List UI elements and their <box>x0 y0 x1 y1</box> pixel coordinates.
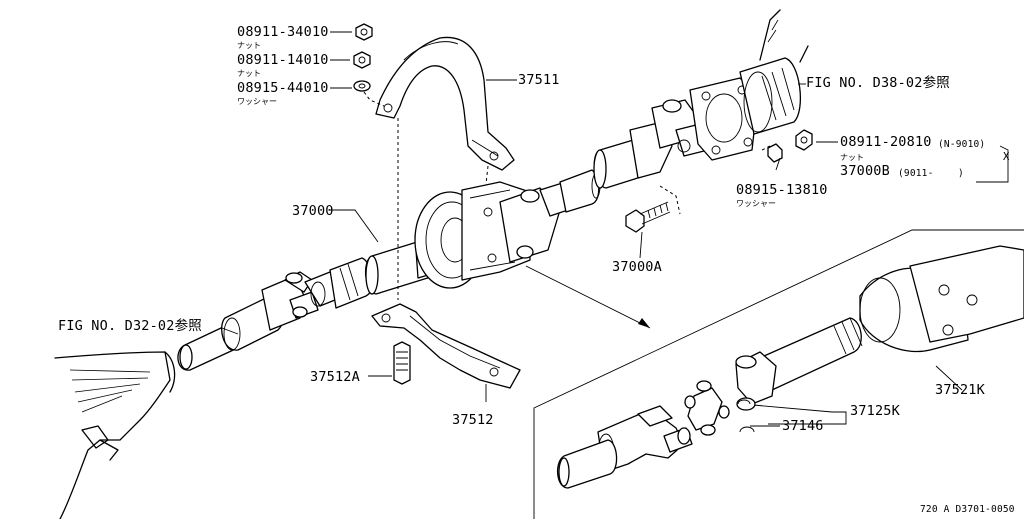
part-number-nut-20810: 08911-20810 <box>840 134 932 150</box>
part-number-shaft-37000: 37000 <box>292 203 334 219</box>
part-caption-nut-14010: ナット <box>237 69 261 78</box>
part-range-close-37000B: ) <box>958 168 964 179</box>
nut-14010-icon <box>353 51 371 69</box>
part-number-snap-ring-37146: 37146 <box>782 418 824 434</box>
assembly-dash-lines <box>363 91 771 300</box>
rear-flange <box>689 77 759 161</box>
nut-34010-icon <box>355 23 373 41</box>
drawing-code: 720 A D3701-0050 <box>920 504 1015 515</box>
bolt-37512A <box>393 341 411 385</box>
part-number-spider-37125K: 37125K <box>850 403 900 419</box>
figure-reference-d38: FIG NO. D38-02参照 <box>806 75 950 91</box>
flange-nut-washer <box>767 129 813 163</box>
part-number-bolt-37000A: 37000A <box>612 259 662 275</box>
part-number-washer-13810: 08915-13810 <box>736 182 828 198</box>
detail-inset-frame <box>533 229 1024 519</box>
part-caption-nut-34010: ナット <box>237 41 261 50</box>
part-number-nut-37000B: 37000B <box>840 163 890 179</box>
detail-shaft-37521K <box>735 245 1024 411</box>
lower-bracket-37512 <box>371 303 521 389</box>
transmission-housing <box>54 351 176 519</box>
bolt-37000A <box>625 201 671 233</box>
x-mark: X <box>1003 151 1010 163</box>
detail-snap-ring-37146 <box>737 399 755 433</box>
part-number-bracket-37511: 37511 <box>518 72 560 88</box>
leader-lines <box>221 31 1009 427</box>
part-range-nut-37000B: (9011- <box>898 168 934 179</box>
rear-shaft-segment <box>593 99 709 189</box>
part-number-bolt-37512A: 37512A <box>310 369 360 385</box>
part-caption-nut-20810: ナット <box>840 153 864 162</box>
washer-44010-icon <box>353 80 371 92</box>
part-number-nut-34010: 08911-34010 <box>237 24 329 40</box>
detail-arrow <box>525 265 651 329</box>
part-caption-washer-44010: ワッシャー <box>237 97 277 106</box>
detail-spider-37125K <box>684 380 730 436</box>
middle-universal-joint <box>499 169 601 263</box>
part-number-shaft-37521K: 37521K <box>935 382 985 398</box>
hanger-bracket-37511 <box>375 36 515 171</box>
figure-reference-d32: FIG NO. D32-02参照 <box>58 318 202 334</box>
differential-companion <box>739 9 809 135</box>
detail-yoke <box>557 405 693 489</box>
part-number-bracket-37512: 37512 <box>452 412 494 428</box>
part-caption-washer-13810: ワッシャー <box>736 199 776 208</box>
part-number-washer-44010: 08915-44010 <box>237 80 329 96</box>
part-number-nut-14010: 08911-14010 <box>237 52 329 68</box>
part-range-nut-20810: (N-9010) <box>938 139 986 150</box>
